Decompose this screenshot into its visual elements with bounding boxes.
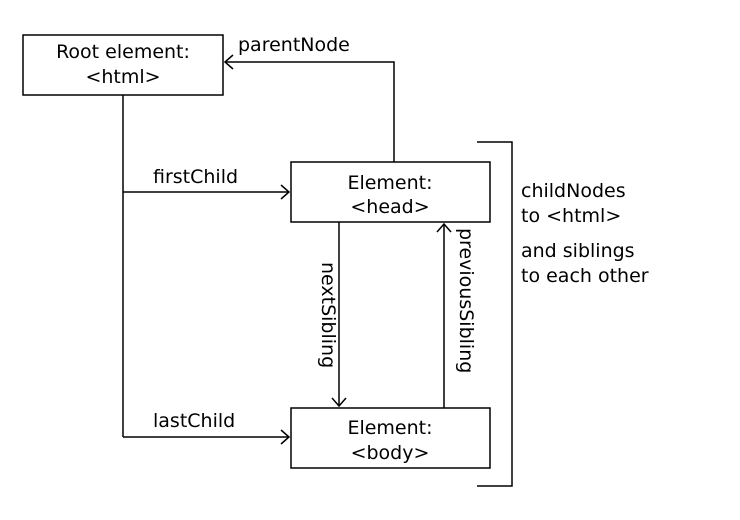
parent-node-arrowhead xyxy=(223,54,234,70)
previous-sibling-label: previousSibling xyxy=(455,228,477,373)
next-sibling-arrowhead xyxy=(331,397,347,408)
parent-node-edge: parentNode xyxy=(223,34,395,162)
first-child-edge: firstChild xyxy=(123,166,291,200)
next-sibling-edge: nextSibling xyxy=(317,222,347,408)
head-element-tag: <head> xyxy=(350,196,429,218)
next-sibling-label: nextSibling xyxy=(317,262,339,368)
parent-node-label: parentNode xyxy=(238,34,350,56)
head-element-label: Element: xyxy=(347,172,432,194)
body-element-tag: <body> xyxy=(351,442,430,464)
previous-sibling-arrowhead xyxy=(436,222,452,233)
body-element-box xyxy=(290,407,491,469)
last-child-edge: lastChild xyxy=(123,410,291,445)
previous-sibling-edge: previousSibling xyxy=(436,222,477,408)
root-element-node: Root element: <html> xyxy=(22,34,224,96)
body-element-label: Element: xyxy=(347,417,432,439)
child-nodes-bracket xyxy=(477,141,513,487)
root-element-box xyxy=(22,34,224,96)
child-nodes-note: childNodes to <html> and siblings to eac… xyxy=(521,180,649,287)
body-element-node: Element: <body> xyxy=(290,407,491,469)
head-element-node: Element: <head> xyxy=(290,161,491,223)
child-nodes-note-line: childNodes xyxy=(521,180,626,202)
last-child-label: lastChild xyxy=(153,410,235,432)
first-child-arrowhead xyxy=(280,184,291,200)
child-nodes-note-line: and siblings xyxy=(521,240,635,262)
child-nodes-note-line: to <html> xyxy=(521,205,621,227)
root-element-label: Root element: xyxy=(56,41,190,63)
child-nodes-note-line: to each other xyxy=(521,265,649,287)
last-child-arrowhead xyxy=(280,429,291,445)
parent-node-line xyxy=(225,61,395,162)
root-element-tag: <html> xyxy=(85,66,160,88)
first-child-label: firstChild xyxy=(153,166,238,188)
head-element-box xyxy=(290,161,491,223)
